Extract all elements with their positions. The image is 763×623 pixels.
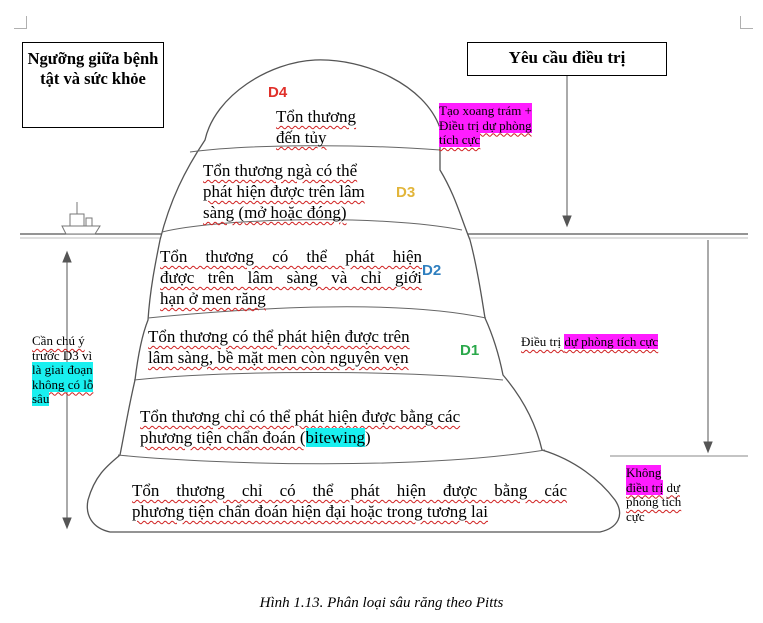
layer-line-d4 — [189, 145, 441, 153]
d3-text-line: phát hiện được trên lâm — [203, 182, 365, 201]
no-treatment-line: phòng tích — [626, 494, 682, 509]
no-treatment-line: dự — [666, 479, 680, 495]
d3-tag: D3 — [396, 184, 416, 201]
page-corner-mark — [740, 16, 753, 29]
bitewing-text-line2: phương tiện chẩn đoán (bitewing) — [140, 427, 460, 448]
bitewing-text-line: Tổn thương chỉ có thể phát hiện được bằn… — [140, 407, 461, 426]
left-note-line: trước D3 vì — [32, 347, 93, 363]
future-text-line: Tổn thương chỉ có thể phát hiện được bằn… — [132, 481, 567, 500]
figure-caption: Hình 1.13. Phân loại sâu răng theo Pitts — [259, 595, 504, 611]
d1-text-line: lâm sàng, bề mặt men còn nguyên vẹn — [148, 348, 409, 367]
iceberg-outline — [86, 59, 621, 533]
layer-line-bitewing — [117, 449, 546, 465]
treatment-box-text: Yêu cầu điều trị — [508, 48, 626, 67]
restore-note-line: tích cực — [439, 132, 481, 147]
d4-tag: D4 — [268, 84, 288, 101]
threshold-box-text: Ngưỡng giữa bệnh tật và sức khỏe — [27, 49, 159, 88]
left-note-highlight: là giai đoạn — [32, 362, 93, 377]
no-treatment-line: cực — [626, 508, 645, 524]
no-treatment-note: Không điều trị dự phòng tích cực — [626, 465, 682, 524]
future-text: Tổn thương chỉ có thể phát hiện được bằn… — [132, 480, 567, 522]
d2-text-line: Tổn thương có thể phát hiện — [160, 247, 422, 266]
left-note: Cần chú ý trước D3 vì là giai đoạn không… — [32, 333, 94, 407]
d1-text-line: Tổn thương có thể phát hiện được trên — [148, 327, 410, 346]
bitewing-prefix: phương tiện chẩn đoán ( — [140, 428, 306, 447]
d2-tag: D2 — [422, 262, 442, 279]
bitewing-suffix: ) — [365, 428, 371, 447]
bitewing-text: Tổn thương chỉ có thể phát hiện được bằn… — [140, 406, 460, 448]
bitewing-word: bitewing — [305, 428, 365, 447]
layer-line-d1 — [133, 372, 504, 381]
future-text-line: phương tiện chẩn đoán hiện đại hoặc tron… — [132, 502, 489, 521]
prevention-note: Điều trị dự phòng tích cực — [521, 334, 659, 350]
d4-text-line: Tổn thương — [276, 107, 357, 126]
restore-note-line: Tạo xoang trám + — [439, 103, 532, 118]
d4-text: Tổn thương đến tủy — [276, 106, 356, 148]
left-note-highlight: không có lỗ — [32, 376, 94, 392]
d2-text: Tổn thương có thể phát hiện được trên lâ… — [160, 246, 422, 309]
layer-line-d2 — [147, 306, 487, 319]
threshold-box: Ngưỡng giữa bệnh tật và sức khỏe — [22, 42, 164, 128]
d3-text: Tổn thương ngà có thể phát hiện được trê… — [203, 160, 365, 223]
d2-text-line: được trên lâm sàng và chỉ giới — [160, 268, 422, 287]
restore-note-line: Điều trị dự phòng — [439, 117, 532, 133]
no-treatment-line: Không — [626, 465, 662, 480]
d4-text-line: đến tủy — [276, 128, 327, 147]
page-corner-mark — [14, 16, 27, 29]
prevention-note-prefix: Điều trị — [521, 334, 565, 349]
d2-text-line: hạn ở men răng — [160, 289, 266, 308]
treatment-arrow — [562, 76, 572, 228]
left-note-highlight: sâu — [32, 391, 50, 406]
treatment-box: Yêu cầu điều trị — [467, 42, 667, 76]
prevention-range-arrow — [703, 240, 713, 454]
d1-tag: D1 — [460, 342, 480, 359]
layer-line-d3 — [161, 219, 463, 233]
no-treatment-line: điều trị — [626, 479, 664, 495]
prevention-note-highlight: dự phòng tích cực — [564, 334, 659, 349]
left-note-line: Cần chú ý — [32, 333, 85, 348]
d3-text-line: Tổn thương ngà có thể — [203, 161, 358, 180]
restore-note: Tạo xoang trám + Điều trị dự phòng tích … — [439, 103, 532, 148]
boat-icon — [61, 202, 101, 235]
d1-text: Tổn thương có thể phát hiện được trên lâ… — [148, 326, 410, 368]
d3-text-line: sàng (mở hoặc đóng) — [203, 203, 347, 222]
